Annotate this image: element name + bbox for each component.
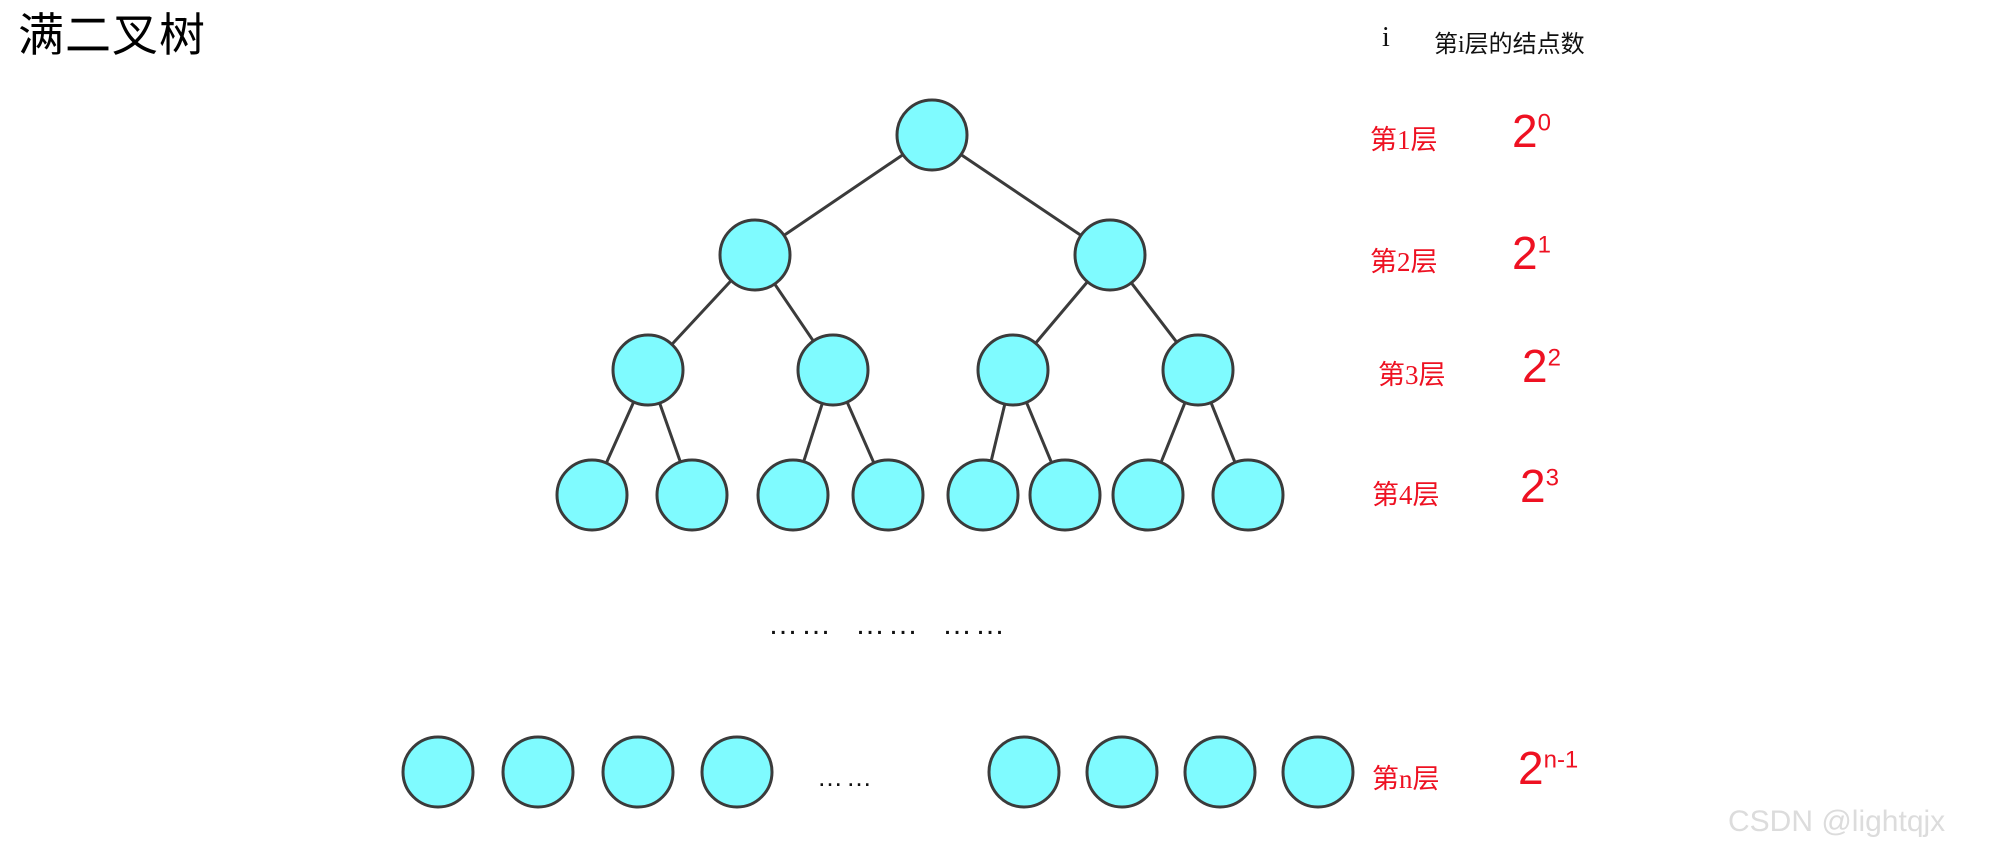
tree-node-level-4[interactable]	[756, 458, 830, 532]
level-power-4: 23	[1520, 463, 1559, 509]
tree-edge	[657, 399, 683, 466]
level-label-1: 第1层	[1370, 125, 1438, 155]
level-power-n: 2n-1	[1518, 745, 1578, 791]
tree-node-level-n[interactable]	[401, 735, 475, 809]
tree-node-level-4[interactable]	[946, 458, 1020, 532]
tree-edge	[1208, 399, 1238, 466]
level-power-2-base: 2	[1512, 227, 1538, 279]
tree-edge	[772, 280, 816, 345]
level-label-n: 第n层	[1372, 764, 1440, 794]
tree-node-level-4[interactable]	[851, 458, 925, 532]
tree-node-level-3[interactable]	[796, 333, 870, 407]
tree-node-level-3[interactable]	[1161, 333, 1235, 407]
tree-nodes-group	[401, 98, 1355, 809]
ellipsis-middle-left: ……	[768, 608, 834, 641]
level-power-2-exponent: 1	[1537, 231, 1551, 259]
tree-node-level-n[interactable]	[1281, 735, 1355, 809]
tree-node-level-2[interactable]	[718, 218, 792, 292]
level-power-3: 22	[1522, 343, 1561, 389]
tree-edge	[603, 398, 637, 467]
level-power-1: 20	[1512, 108, 1551, 154]
tree-edges-group	[603, 151, 1238, 467]
ellipsis-middle-right: ……	[942, 608, 1008, 641]
tree-edge	[1024, 398, 1054, 467]
tree-edge	[801, 399, 825, 466]
tree-node-level-3[interactable]	[611, 333, 685, 407]
level-power-3-exponent: 2	[1547, 344, 1561, 372]
ellipsis-bottom-row: ……	[817, 762, 875, 792]
tree-edge	[1032, 278, 1091, 347]
tree-edge	[957, 151, 1085, 239]
tree-node-level-n[interactable]	[601, 735, 675, 809]
tree-edge	[668, 277, 735, 348]
tree-node-level-4[interactable]	[1211, 458, 1285, 532]
level-power-3-base: 2	[1522, 340, 1548, 392]
ellipsis-middle-center: ……	[855, 608, 921, 641]
tree-node-level-3[interactable]	[976, 333, 1050, 407]
level-power-1-exponent: 0	[1537, 109, 1551, 137]
level-power-n-base: 2	[1518, 742, 1544, 794]
tree-edge	[844, 398, 877, 467]
level-label-4: 第4层	[1372, 480, 1440, 510]
tree-node-level-n[interactable]	[1183, 735, 1257, 809]
tree-node-level-n[interactable]	[1085, 735, 1159, 809]
watermark: CSDN @lightqjx	[1728, 805, 1946, 838]
tree-node-level-4[interactable]	[1028, 458, 1102, 532]
tree-edge	[1128, 279, 1180, 346]
level-power-4-base: 2	[1520, 460, 1546, 512]
tree-edge	[989, 400, 1007, 465]
tree-node-level-2[interactable]	[1073, 218, 1147, 292]
tree-node-level-n[interactable]	[987, 735, 1061, 809]
level-label-2: 第2层	[1370, 247, 1438, 277]
tree-edge	[1158, 399, 1188, 466]
tree-node-level-1[interactable]	[895, 98, 969, 172]
level-power-1-base: 2	[1512, 105, 1538, 157]
tree-node-level-4[interactable]	[655, 458, 729, 532]
level-label-3: 第3层	[1378, 360, 1446, 390]
page-title: 满二叉树	[18, 10, 206, 61]
level-power-n-exponent: n-1	[1543, 746, 1579, 774]
level-power-2: 21	[1512, 230, 1551, 276]
level-power-4-exponent: 3	[1545, 464, 1559, 492]
tree-node-level-n[interactable]	[501, 735, 575, 809]
legend-index-symbol: i	[1382, 22, 1390, 53]
legend-index-description: 第i层的结点数	[1434, 32, 1585, 58]
tree-node-level-4[interactable]	[555, 458, 629, 532]
tree-node-level-n[interactable]	[700, 735, 774, 809]
tree-node-level-4[interactable]	[1111, 458, 1185, 532]
tree-edge	[780, 152, 907, 238]
